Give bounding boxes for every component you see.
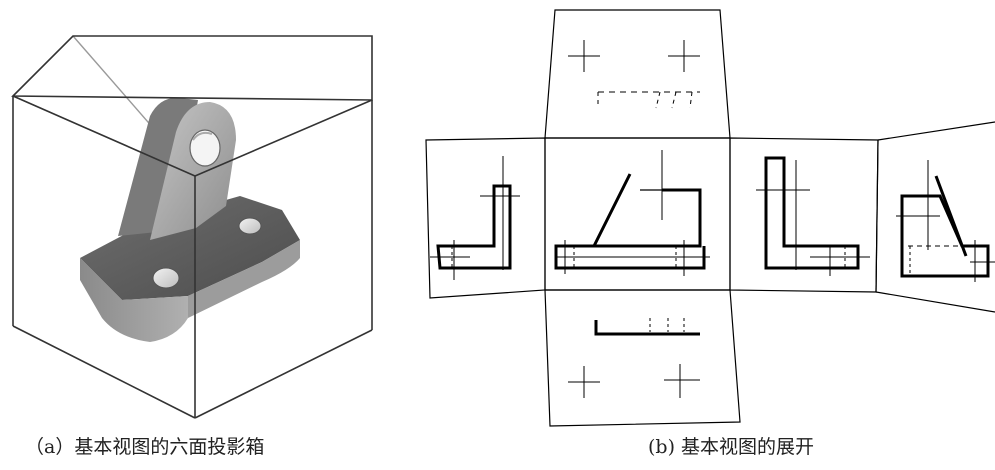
net-outline bbox=[425, 9, 995, 427]
unfolded-views-illustration bbox=[425, 9, 995, 427]
top-view bbox=[568, 40, 700, 109]
projection-box-illustration bbox=[11, 35, 373, 419]
base-plate-side bbox=[188, 240, 300, 318]
bottom-view bbox=[568, 318, 700, 398]
front-view bbox=[554, 150, 710, 276]
upright-hole bbox=[189, 129, 221, 167]
caption-b: (b) 基本视图的展开 bbox=[648, 436, 815, 458]
caption-a: （a）基本视图的六面投影箱 bbox=[25, 436, 265, 458]
box-front-edges bbox=[11, 35, 373, 419]
base-hole-right bbox=[238, 217, 262, 235]
bracket-part bbox=[80, 97, 300, 342]
left-view bbox=[430, 156, 520, 280]
base-hole-left bbox=[152, 267, 180, 289]
right-view bbox=[756, 156, 870, 276]
base-plate-front bbox=[80, 258, 188, 342]
rear-view bbox=[896, 160, 995, 282]
